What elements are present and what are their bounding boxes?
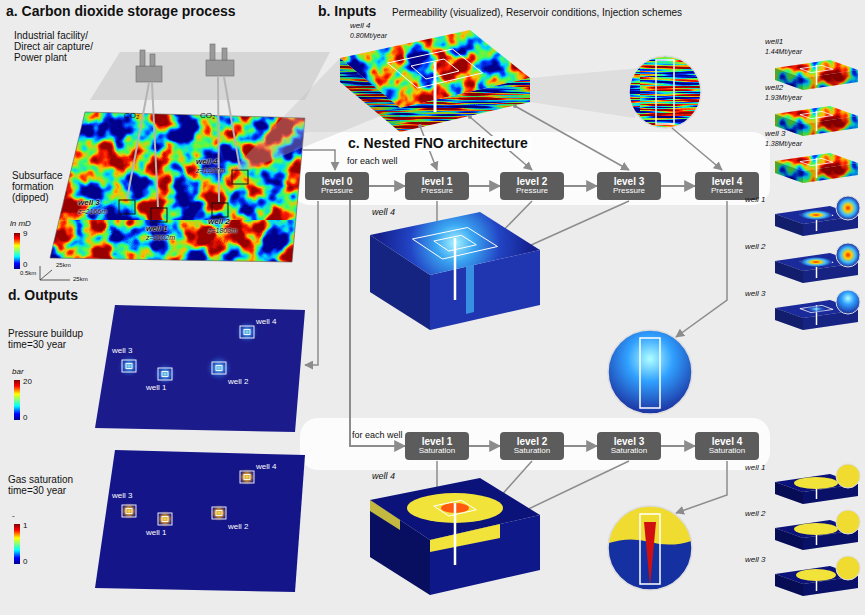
level-box: level 3Pressure bbox=[597, 172, 661, 200]
level-kind: Pressure bbox=[613, 187, 645, 196]
label-text: well 4 bbox=[256, 318, 276, 327]
label-text: ln mD bbox=[10, 220, 31, 229]
label-text: well 4 bbox=[372, 472, 395, 482]
level-name: level 3 bbox=[614, 176, 645, 187]
level-name: level 2 bbox=[517, 176, 548, 187]
label-text: z=1803m bbox=[208, 227, 237, 235]
flow-arrow bbox=[350, 200, 405, 446]
label-text: well 4 bbox=[372, 208, 395, 218]
label-text: well 1 bbox=[745, 464, 765, 473]
label-text: 1 bbox=[23, 522, 27, 531]
label-text: well 4 bbox=[256, 463, 276, 472]
label-text: 9 bbox=[23, 230, 27, 239]
label-text: well 4 bbox=[350, 22, 370, 31]
level-box: level 3Saturation bbox=[597, 432, 661, 460]
label-text: 0.80Mt/year bbox=[350, 32, 387, 40]
label-text: well 1 bbox=[745, 196, 765, 205]
flow-arrow bbox=[469, 185, 500, 187]
label-text: 0 bbox=[23, 414, 27, 423]
level-kind: Pressure bbox=[516, 187, 548, 196]
label-text: 0 bbox=[23, 558, 27, 567]
level-box: level 0Pressure bbox=[305, 172, 369, 200]
level-box: level 4Saturation bbox=[695, 432, 759, 460]
label-text: z=2166m bbox=[78, 208, 107, 216]
label-text: well 2 bbox=[745, 243, 765, 252]
label-text: d. Outputs bbox=[8, 288, 78, 303]
level-box: level 1Pressure bbox=[405, 172, 469, 200]
label-text: well 3 bbox=[745, 556, 765, 565]
level-name: level 3 bbox=[614, 436, 645, 447]
label-text: well 3 bbox=[745, 290, 765, 299]
level-name: level 4 bbox=[712, 176, 743, 187]
level-name: level 0 bbox=[322, 176, 353, 187]
label-text: well 1 bbox=[146, 384, 166, 393]
label-text: 20 bbox=[23, 378, 32, 387]
level-box: level 1Saturation bbox=[405, 432, 469, 460]
label-text: Permeability (visualized), Reservoir con… bbox=[392, 7, 682, 18]
flow-arrow bbox=[661, 445, 695, 447]
label-text: well 2 bbox=[228, 378, 248, 387]
label-text: 0.5km bbox=[20, 270, 36, 277]
label-text: 1.93Mt/year bbox=[765, 94, 802, 102]
label-text: 1.44Mt/year bbox=[765, 48, 802, 56]
label-text: Subsurface formation (dipped) bbox=[12, 170, 82, 203]
flow-arrow bbox=[564, 185, 597, 187]
label-text: well 2 bbox=[228, 523, 248, 532]
label-text: 25km bbox=[56, 262, 71, 269]
label-text: c. Nested FNO architecture bbox=[345, 136, 531, 151]
level-kind: Saturation bbox=[611, 447, 647, 456]
level-box: level 2Saturation bbox=[500, 432, 564, 460]
label-text: well2 bbox=[765, 84, 783, 93]
level-kind: Saturation bbox=[709, 447, 745, 456]
label-text: well 3 bbox=[112, 347, 132, 356]
label-text: 0 bbox=[23, 261, 27, 270]
label-text: well 1 bbox=[146, 225, 168, 234]
label-text: well 3 bbox=[78, 199, 100, 208]
label-text: 25km bbox=[73, 276, 88, 283]
level-name: level 1 bbox=[422, 176, 453, 187]
flow-arrow bbox=[564, 445, 597, 447]
label-text: z=1227m bbox=[196, 167, 225, 175]
label-text: well 3 bbox=[112, 492, 132, 501]
label-text: CO₂ bbox=[124, 112, 139, 121]
label-text: well 2 bbox=[745, 510, 765, 519]
label-text: for each well bbox=[347, 157, 398, 167]
flow-arrow bbox=[661, 185, 695, 187]
label-text: a. Carbon dioxide storage process bbox=[6, 4, 236, 19]
label-text: b. Inputs bbox=[318, 4, 376, 19]
label-text: for each well bbox=[352, 431, 403, 441]
level-kind: Pressure bbox=[321, 187, 353, 196]
label-text: CO₂ bbox=[200, 112, 215, 121]
level-name: level 4 bbox=[712, 436, 743, 447]
flow-arrow bbox=[469, 445, 500, 447]
level-name: level 2 bbox=[517, 436, 548, 447]
label-text: z=2102m bbox=[146, 234, 175, 242]
flow-arrow bbox=[369, 185, 405, 187]
label-text: bar bbox=[12, 368, 24, 377]
label-text: well 2 bbox=[208, 218, 230, 227]
level-name: level 1 bbox=[422, 436, 453, 447]
label-text: Industrial facility/ Direct air capture/… bbox=[14, 30, 106, 63]
level-kind: Saturation bbox=[419, 447, 455, 456]
label-text: Gas saturation time=30 year bbox=[8, 474, 94, 496]
label-text: well 1 bbox=[146, 529, 166, 538]
label-text: well1 bbox=[765, 38, 783, 47]
level-box: level 2Pressure bbox=[500, 172, 564, 200]
label-text: well 3 bbox=[765, 130, 785, 139]
label-text: Pressure buildup time=30 year bbox=[8, 328, 94, 350]
label-text: - bbox=[12, 512, 15, 521]
label-text: well 4 bbox=[196, 158, 218, 167]
level-kind: Saturation bbox=[514, 447, 550, 456]
level-kind: Pressure bbox=[711, 187, 743, 196]
level-kind: Pressure bbox=[421, 187, 453, 196]
label-text: 1.38Mt/year bbox=[765, 140, 802, 148]
